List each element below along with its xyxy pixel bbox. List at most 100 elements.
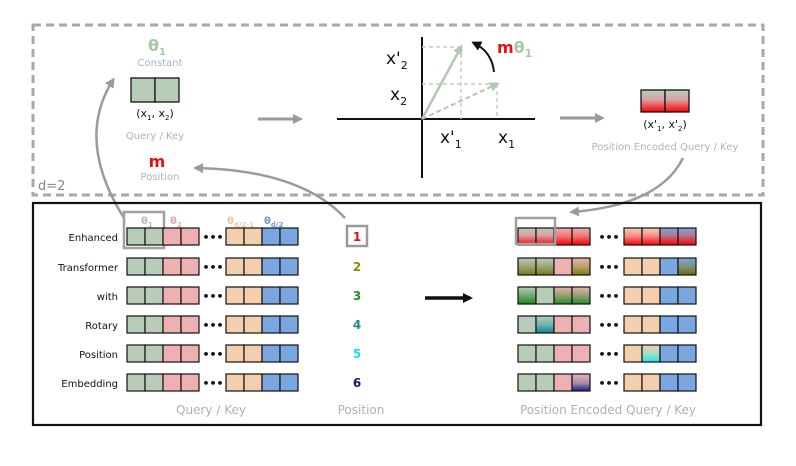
row-word-label: Embedding xyxy=(61,379,118,390)
vector-cell xyxy=(517,315,537,334)
vector-cell xyxy=(180,286,200,305)
constant-label: Constant xyxy=(138,58,183,69)
ellipsis: ••• xyxy=(202,261,223,274)
encoded-cells-a xyxy=(517,286,591,305)
vector-cell xyxy=(126,257,146,276)
vector-cell xyxy=(180,227,200,246)
vector-cell xyxy=(553,315,573,334)
vector-cell xyxy=(535,257,555,276)
encoded-cells-b xyxy=(623,373,697,392)
vector-cell xyxy=(180,373,200,392)
query-key-cells-b xyxy=(225,344,299,363)
ellipsis: ••• xyxy=(202,348,223,361)
x1-label: x1 xyxy=(498,128,515,151)
position-number: 3 xyxy=(353,289,361,303)
header-theta1: θ1 xyxy=(141,216,153,229)
vector-cell xyxy=(677,344,697,363)
encoded-cells-b xyxy=(623,227,697,246)
vector-cell xyxy=(162,227,182,246)
position-number: 5 xyxy=(353,347,361,361)
vector-cell xyxy=(243,286,263,305)
vector-cell xyxy=(162,373,182,392)
vector-cell xyxy=(677,373,697,392)
encoded-vector xyxy=(640,89,690,113)
encoded-pair-label: (x'1, x'2) xyxy=(643,118,687,133)
vector-cell xyxy=(180,257,200,276)
encoded-cells-a xyxy=(517,315,591,334)
vector-cell xyxy=(225,344,245,363)
rotation-plot: x'2 x2 x'1 x1 mθ1 xyxy=(337,37,535,178)
query-key-cells-a xyxy=(126,344,200,363)
position-number: 4 xyxy=(353,318,361,332)
m-label: m xyxy=(149,152,166,171)
header-theta-d2: θd/2 xyxy=(264,216,283,229)
position-number: 1 xyxy=(353,230,361,244)
x2-prime-label: x'2 xyxy=(386,49,408,72)
bottom-panel-frame xyxy=(31,201,763,427)
encoded-cells-a xyxy=(517,227,591,246)
query-key-cells-a xyxy=(126,286,200,305)
row-word-label: Position xyxy=(79,350,118,361)
vector-cell xyxy=(641,257,661,276)
vector-cell xyxy=(126,373,146,392)
vector-cell xyxy=(261,286,281,305)
vector-cell xyxy=(659,315,679,334)
encoded-cells-b xyxy=(623,315,697,334)
encoded-cells-b xyxy=(623,257,697,276)
encoded-cells-b xyxy=(623,344,697,363)
arrow-encoded-down xyxy=(569,157,685,217)
vector-cell xyxy=(243,315,263,334)
vector-cell xyxy=(623,315,643,334)
vector-cell xyxy=(677,257,697,276)
vector-cell xyxy=(279,344,299,363)
vector-cell xyxy=(659,286,679,305)
rotated-vector xyxy=(420,44,463,120)
encoded-cells-a xyxy=(517,373,591,392)
vector-cell xyxy=(535,227,555,246)
ellipsis: ••• xyxy=(202,290,223,303)
encoded-rows: •••••••••••••••••• xyxy=(517,227,697,392)
theta1-label: θ1 xyxy=(148,36,166,58)
query-key-cells-a xyxy=(126,373,200,392)
vector-cell xyxy=(225,373,245,392)
d-label: d=2 xyxy=(38,179,65,194)
vector-cell xyxy=(261,373,281,392)
vector-cell xyxy=(225,286,245,305)
vector-cell xyxy=(535,286,555,305)
vector-cell xyxy=(623,257,643,276)
query-key-cells-a xyxy=(126,227,200,246)
vector-cell xyxy=(553,373,573,392)
encoded-highlight xyxy=(514,216,557,246)
ellipsis: ••• xyxy=(598,290,619,303)
vector-cell xyxy=(553,227,573,246)
vector-cell xyxy=(225,257,245,276)
vector-cell xyxy=(623,227,643,246)
vector-cell xyxy=(641,344,661,363)
encoded-label: Position Encoded Query / Key xyxy=(592,142,739,153)
top-panel-frame xyxy=(31,23,765,197)
query-key-cells-b xyxy=(225,373,299,392)
vector-cell xyxy=(162,315,182,334)
vector-cell xyxy=(144,315,164,334)
vector-cell xyxy=(144,344,164,363)
vector-cell xyxy=(535,373,555,392)
vector-cell xyxy=(553,257,573,276)
query-key-cells-a xyxy=(126,315,200,334)
x1-prime-label: x'1 xyxy=(440,128,462,151)
vector-cell xyxy=(571,373,591,392)
vector-cell xyxy=(623,373,643,392)
ellipsis: ••• xyxy=(598,261,619,274)
row-word-label: Rotary xyxy=(85,321,118,332)
vector-cell xyxy=(641,315,661,334)
vector-cell xyxy=(623,286,643,305)
position-highlight xyxy=(345,224,369,248)
header-theta-d2m1: θd/2-1 xyxy=(227,216,254,229)
vector-cell xyxy=(677,286,697,305)
ellipsis: ••• xyxy=(202,319,223,332)
vector-cell xyxy=(279,257,299,276)
position-number: 2 xyxy=(353,260,361,274)
arrow-position-up xyxy=(193,163,346,219)
vector-cell xyxy=(535,315,555,334)
encoded-cells-b xyxy=(623,286,697,305)
